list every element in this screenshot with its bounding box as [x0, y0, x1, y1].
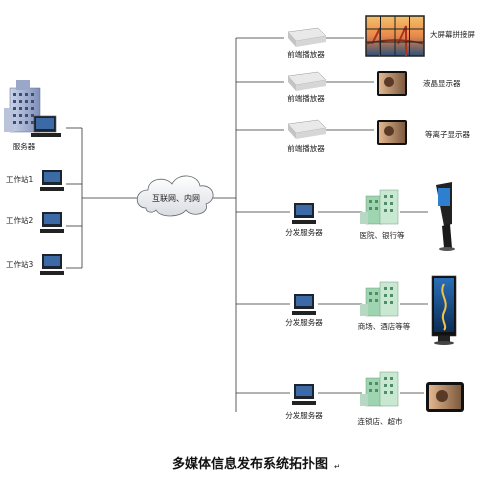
- workstation-3: 工作站3: [6, 254, 64, 275]
- standing-ad-screen-icon: [431, 275, 457, 345]
- self-service-kiosk-icon: [436, 182, 455, 251]
- site-label: 连锁店、超市: [358, 416, 403, 426]
- media-player-icon: [287, 27, 327, 47]
- site-3: 连锁店、超市: [358, 371, 403, 426]
- player-label: 前端播放器: [287, 143, 325, 153]
- computer-icon: [292, 294, 316, 315]
- media-player-icon: [287, 71, 327, 91]
- computer-icon: [40, 254, 64, 275]
- widescreen-display-icon: [426, 382, 464, 412]
- title-return-mark: ↵: [334, 462, 340, 471]
- kiosk-display: [436, 182, 455, 251]
- site-1: 医院、银行等: [360, 189, 405, 240]
- workstation-label: 工作站1: [6, 174, 33, 184]
- player-label: 前端播放器: [287, 49, 325, 59]
- site-label: 商场、酒店等等: [358, 321, 411, 331]
- lcd-screen-icon: [377, 71, 407, 96]
- workstation-2: 工作站2: [6, 212, 64, 233]
- connection-lines: [66, 37, 428, 412]
- server-label: 服务器: [13, 141, 36, 151]
- site-label: 医院、银行等: [360, 230, 405, 240]
- lcd-display: 液晶显示器: [377, 71, 461, 96]
- network-label: 互联网、内网: [152, 193, 200, 203]
- distribution-label: 分发服务器: [285, 317, 323, 327]
- display-label: 等离子显示器: [425, 129, 470, 139]
- computer-icon: [31, 115, 61, 137]
- distribution-server-1: 分发服务器: [285, 203, 323, 237]
- display-label: 大屏幕拼接屏: [430, 29, 475, 39]
- standing-ad-display: [431, 275, 457, 345]
- workstation-1: 工作站1: [6, 170, 64, 191]
- office-building-icon: [360, 371, 399, 407]
- distribution-server-2: 分发服务器: [285, 294, 323, 327]
- office-building-icon: [360, 281, 399, 317]
- office-building-icon: [360, 189, 399, 225]
- video-wall-icon: [365, 15, 425, 57]
- display-label: 液晶显示器: [423, 78, 461, 88]
- player-node-3: 前端播放器: [287, 119, 327, 153]
- computer-icon: [40, 212, 64, 233]
- computer-icon: [292, 384, 316, 405]
- distribution-server-3: 分发服务器: [285, 384, 323, 420]
- plasma-display: 等离子显示器: [377, 120, 470, 145]
- store-display: [426, 382, 464, 412]
- player-node-1: 前端播放器: [287, 27, 327, 59]
- media-player-icon: [287, 119, 327, 139]
- player-node-2: 前端播放器: [287, 71, 327, 103]
- cloud-icon: [136, 175, 214, 217]
- server-node: 服务器: [4, 80, 61, 151]
- computer-icon: [40, 170, 64, 191]
- title-text: 多媒体信息发布系统拓扑图: [172, 456, 328, 472]
- workstation-label: 工作站3: [6, 259, 33, 269]
- network-cloud: 互联网、内网: [136, 175, 214, 217]
- workstation-label: 工作站2: [6, 215, 33, 225]
- diagram-title: 多媒体信息发布系统拓扑图 ↵: [172, 456, 340, 472]
- plasma-screen-icon: [377, 120, 407, 145]
- distribution-label: 分发服务器: [285, 227, 323, 237]
- server-building-icon: [4, 80, 41, 133]
- video-wall-display: 大屏幕拼接屏: [365, 15, 475, 57]
- distribution-label: 分发服务器: [285, 410, 323, 420]
- player-label: 前端播放器: [287, 93, 325, 103]
- site-2: 商场、酒店等等: [358, 281, 411, 331]
- computer-icon: [292, 203, 316, 224]
